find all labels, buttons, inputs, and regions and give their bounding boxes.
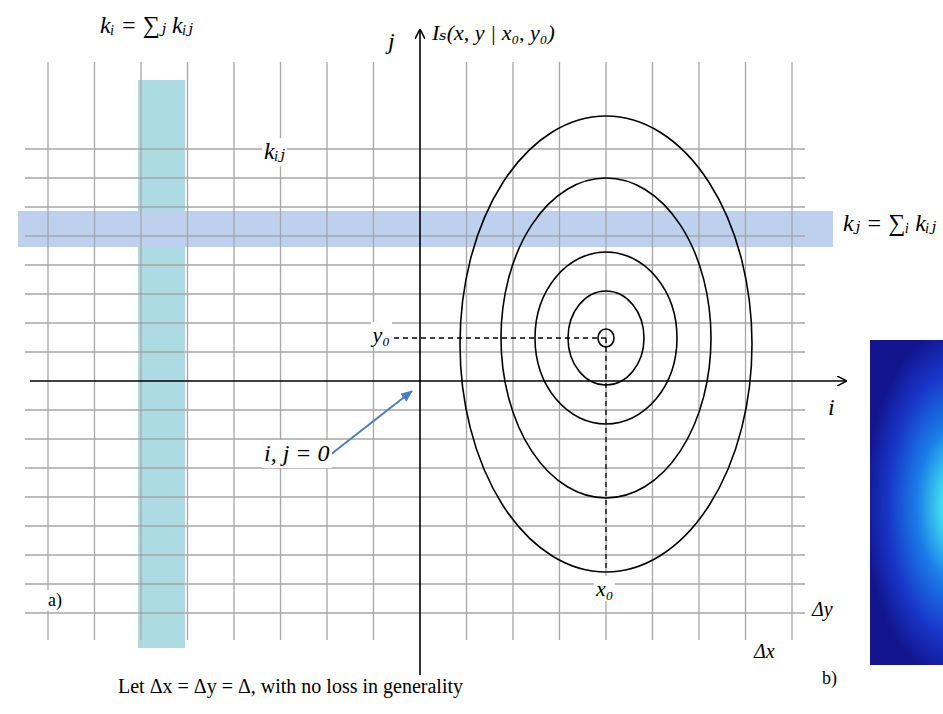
panel-label: a) <box>46 590 64 611</box>
grid-line <box>25 206 805 207</box>
center-guides <box>394 338 606 570</box>
grid-line <box>25 583 805 584</box>
grid-line <box>25 177 805 178</box>
axis-label: j <box>386 28 397 56</box>
axes <box>30 30 846 690</box>
column-sum-formula: kᵢ = ∑ⱼ kᵢⱼ <box>98 12 195 40</box>
pixel-size: Δx <box>752 640 777 663</box>
column-band <box>138 80 185 648</box>
center-coordinate: y₀ <box>371 322 392 347</box>
grid-line <box>25 293 805 294</box>
pixel-size: Δy <box>810 598 835 621</box>
grid-line <box>25 351 805 352</box>
intensity-contours <box>460 116 752 572</box>
row-sum-formula: kⱼ = ∑ᵢ kᵢⱼ <box>841 210 938 238</box>
note: Let Δx = Δy = Δ, with no loss in general… <box>116 675 465 698</box>
grid-line <box>25 554 805 555</box>
grid-line <box>25 322 805 323</box>
grid-line <box>25 264 805 265</box>
intensity-function: Iₛ(x, y | x₀, y₀) <box>430 20 557 45</box>
spot-image <box>870 340 943 665</box>
grid-line <box>25 496 805 497</box>
panel-label: b) <box>820 668 839 689</box>
origin-pointer <box>330 391 412 455</box>
center-coordinate: x₀ <box>594 576 615 601</box>
grid-lines <box>25 62 805 640</box>
grid-line <box>25 409 805 410</box>
grid-line <box>25 612 805 613</box>
axis-label: i <box>826 394 837 422</box>
row-band <box>18 211 833 247</box>
grid-line <box>25 525 805 526</box>
grid-line <box>25 148 805 149</box>
grid-line <box>25 467 805 468</box>
pixel-count: kᵢⱼ <box>262 138 287 166</box>
origin-label: i, j = 0 <box>262 440 332 468</box>
